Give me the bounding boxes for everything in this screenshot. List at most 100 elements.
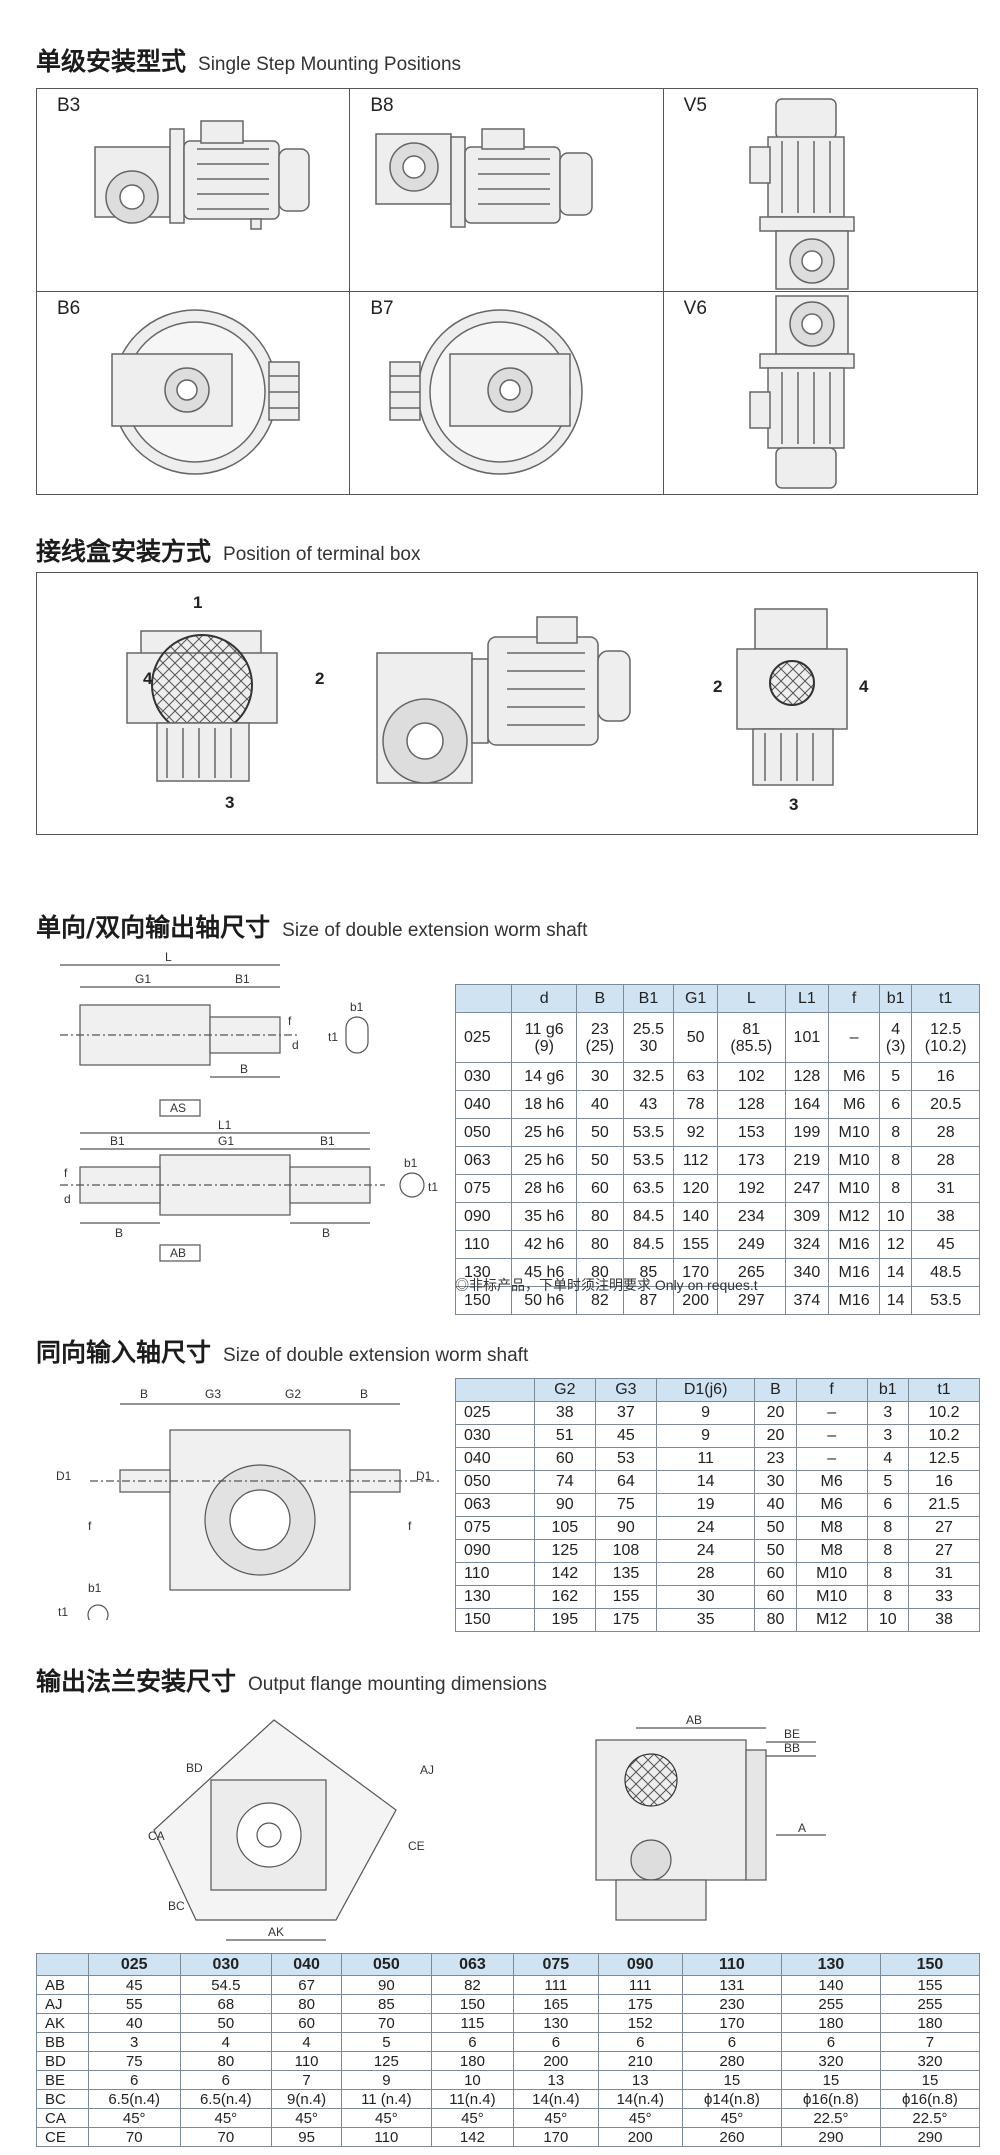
table-cell: 84.5: [622, 1230, 675, 1259]
table-cell: 3: [87, 2032, 181, 2052]
dim-G1-ab: G1: [218, 1134, 234, 1148]
dim-L1: L1: [218, 1118, 232, 1132]
row-label: 150: [455, 1608, 535, 1632]
table-cell: 30: [754, 1470, 797, 1494]
table-cell: 199: [784, 1118, 830, 1147]
table-cell: 9(n.4): [271, 2089, 343, 2109]
dim-B-left: B: [140, 1387, 148, 1401]
table-cell: 180: [430, 2051, 515, 2071]
terminal-front-view: [126, 630, 278, 782]
row-label: 040: [454, 1090, 513, 1119]
terminal-position-2: 2: [315, 669, 325, 688]
table-cell: 19: [655, 1493, 756, 1517]
table-cell: 7: [879, 2032, 981, 2052]
gearbox-b7-drawing: [389, 308, 584, 475]
table-cell: 21.5: [908, 1493, 980, 1517]
heading-en: Size of double extension worm shaft: [223, 1345, 529, 1366]
view-label-as: AS: [170, 1101, 186, 1115]
table-cell: 60: [533, 1447, 596, 1471]
position-label: V6: [683, 297, 707, 319]
table-cell: 20: [754, 1424, 797, 1448]
table-cell: M8: [795, 1539, 868, 1563]
table-cell: 40: [87, 2013, 181, 2033]
table-cell: 45°: [271, 2108, 343, 2128]
table-cell: 92: [673, 1118, 719, 1147]
table-cell: 45: [87, 1975, 181, 1995]
table-cell: M12: [795, 1608, 868, 1632]
table-cell: 60: [754, 1585, 797, 1609]
table-cell: 8: [866, 1562, 910, 1586]
table-cell: 170: [673, 1258, 719, 1287]
row-label: 063: [454, 1146, 513, 1175]
table-cell: M16: [828, 1258, 880, 1287]
table-cell: 111: [597, 1975, 683, 1995]
table-cell: 10: [430, 2070, 515, 2090]
gearbox-b8-drawing: [375, 128, 594, 228]
table-cell: 112: [673, 1146, 719, 1175]
terminal-box-panel: 1 2 3 4 2 4 3: [36, 572, 978, 835]
mounting-cell-b7: B7: [350, 291, 664, 494]
table-cell: 27: [908, 1539, 980, 1563]
table-cell: 80: [179, 2051, 273, 2071]
table-cell: –: [795, 1401, 868, 1425]
position-label: B7: [370, 297, 394, 319]
table-cell: 320: [780, 2051, 881, 2071]
table-cell: 135: [594, 1562, 657, 1586]
table-cell: 51: [533, 1424, 596, 1448]
column-header: B: [576, 984, 624, 1013]
table-cell: 53.5: [911, 1286, 980, 1315]
table-cell: 128: [784, 1062, 830, 1091]
dim-B-right: B: [360, 1387, 368, 1401]
table-cell: 5: [866, 1470, 910, 1494]
table-cell: 11 (n.4): [341, 2089, 432, 2109]
table-cell: –: [795, 1424, 868, 1448]
table-cell: 234: [717, 1202, 786, 1231]
table-cell: 6: [513, 2032, 599, 2052]
table-cell: 140: [780, 1975, 881, 1995]
row-label: 075: [455, 1516, 535, 1540]
table-cell: 108: [594, 1539, 657, 1563]
table-cell: 155: [879, 1975, 981, 1995]
row-label: 063: [455, 1493, 535, 1517]
table-cell: 45°: [430, 2108, 515, 2128]
table-cell: 35 h6: [511, 1202, 578, 1231]
table-cell: 6: [597, 2032, 683, 2052]
table-cell: M10: [828, 1174, 880, 1203]
input-shaft-drawing: B G3 G2 B D1 D1 f f b1 t1: [56, 1387, 440, 1620]
table-cell: 22.5°: [780, 2108, 881, 2128]
table-cell: M10: [828, 1146, 880, 1175]
table-cell: 12: [878, 1230, 913, 1259]
table-cell: –: [828, 1012, 880, 1063]
terminal-position-3: 3: [225, 793, 235, 812]
table-cell: M6: [828, 1090, 880, 1119]
row-label: 050: [455, 1470, 535, 1494]
table-cell: 180: [780, 2013, 881, 2033]
row-label: 110: [454, 1230, 513, 1259]
table-cell: 85: [341, 1994, 432, 2014]
table-cell: 8: [866, 1539, 910, 1563]
column-header: G1: [673, 984, 719, 1013]
table-cell: 13: [597, 2070, 683, 2090]
mounting-cell-v5: V5: [663, 89, 977, 292]
dim-AJ: AJ: [420, 1763, 434, 1777]
dim-B: B: [240, 1062, 248, 1076]
table-cell: ϕ14(n.8): [681, 2089, 782, 2109]
table-cell: 22.5°: [879, 2108, 981, 2128]
column-header: G2: [533, 1378, 596, 1402]
table-cell: 165: [513, 1994, 599, 2014]
table-cell: 31: [911, 1174, 980, 1203]
column-header: B1: [622, 984, 675, 1013]
terminal-position-4: 4: [143, 669, 153, 688]
table-cell: 28 h6: [511, 1174, 578, 1203]
table-cell: 54.5: [179, 1975, 273, 1995]
table-cell: 155: [673, 1230, 719, 1259]
position-label: B3: [57, 95, 81, 116]
table-cell: 50: [673, 1012, 719, 1063]
